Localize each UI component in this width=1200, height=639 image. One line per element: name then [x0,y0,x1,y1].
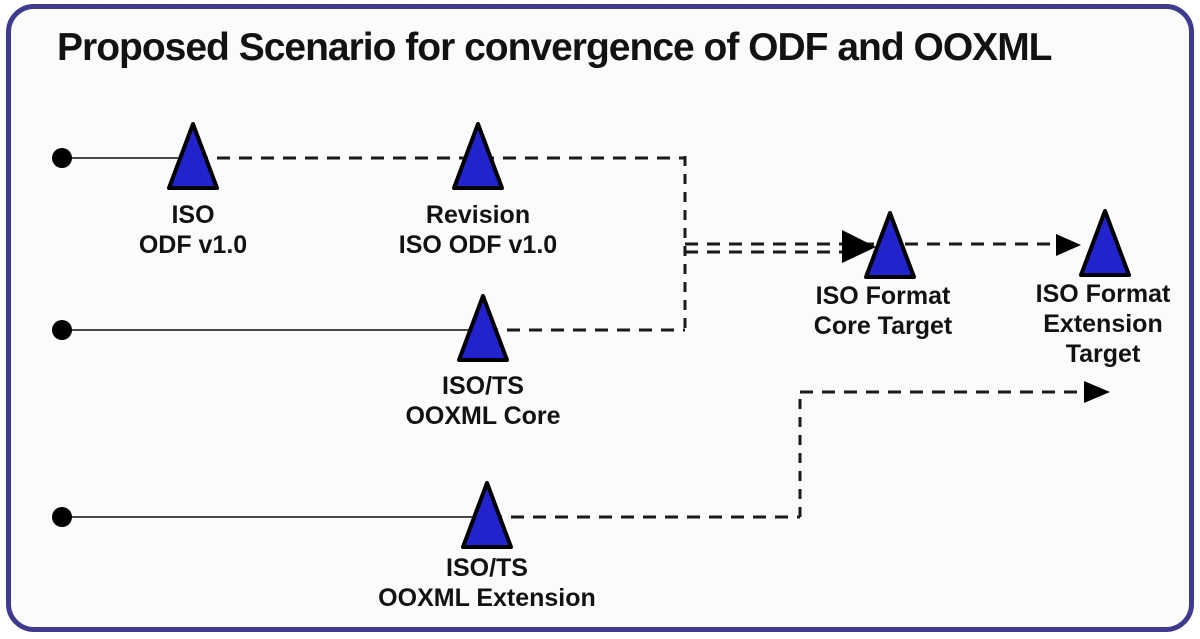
milestone-label-iso-odf: ISO ODF v1.0 [53,200,333,260]
milestone-label-line: Extension [1043,310,1163,338]
milestone-triangle-iso-format-extension-target [1079,209,1131,277]
timeline-ooxml-extension-start-dot [52,507,72,527]
diagram-frame [6,4,1194,632]
diagram-title: Proposed Scenario for convergence of ODF… [57,26,1053,69]
arrowhead-extension-path [1084,381,1110,403]
milestone-triangle-iso-format-core-target [864,211,916,279]
milestone-label-line: ISO [171,201,215,229]
milestone-label-line: ODF v1.0 [138,231,248,259]
timeline-odf-start-dot [52,148,72,168]
milestone-label-line: ISO/TS [442,372,524,400]
milestone-triangle-iso-ts-ooxml-core [457,294,509,362]
milestone-label-iso-format-core-target: ISO Format Core Target [743,281,1023,341]
milestone-label-iso-ts-ooxml-extension: ISO/TS OOXML Extension [347,553,627,613]
milestone-label-line: ISO Format [1035,280,1171,308]
milestone-label-line: ISO/TS [446,554,528,582]
arrowhead-into-extension-target [1056,234,1081,256]
milestone-label-line: Target [1065,340,1141,368]
milestone-triangle-revision-iso-odf [452,122,504,190]
milestone-label-line: Revision [425,201,531,229]
arrowhead-into-core-target [842,230,876,263]
milestone-label-iso-ts-ooxml-core: ISO/TS OOXML Core [343,371,623,431]
milestone-label-iso-format-extension-target: ISO Format Extension Target [963,279,1200,369]
milestone-label-line: OOXML Extension [378,584,596,612]
timeline-ooxml-core-start-dot [52,320,72,340]
milestone-label-line: ISO Format [815,282,951,310]
milestone-triangle-iso-odf [167,122,219,190]
milestone-label-line: Core Target [813,312,953,340]
milestone-label-revision-iso-odf: Revision ISO ODF v1.0 [338,200,618,260]
milestone-label-line: OOXML Core [405,402,561,430]
milestone-label-line: ISO ODF v1.0 [398,231,558,259]
milestone-triangle-iso-ts-ooxml-extension [461,481,513,549]
